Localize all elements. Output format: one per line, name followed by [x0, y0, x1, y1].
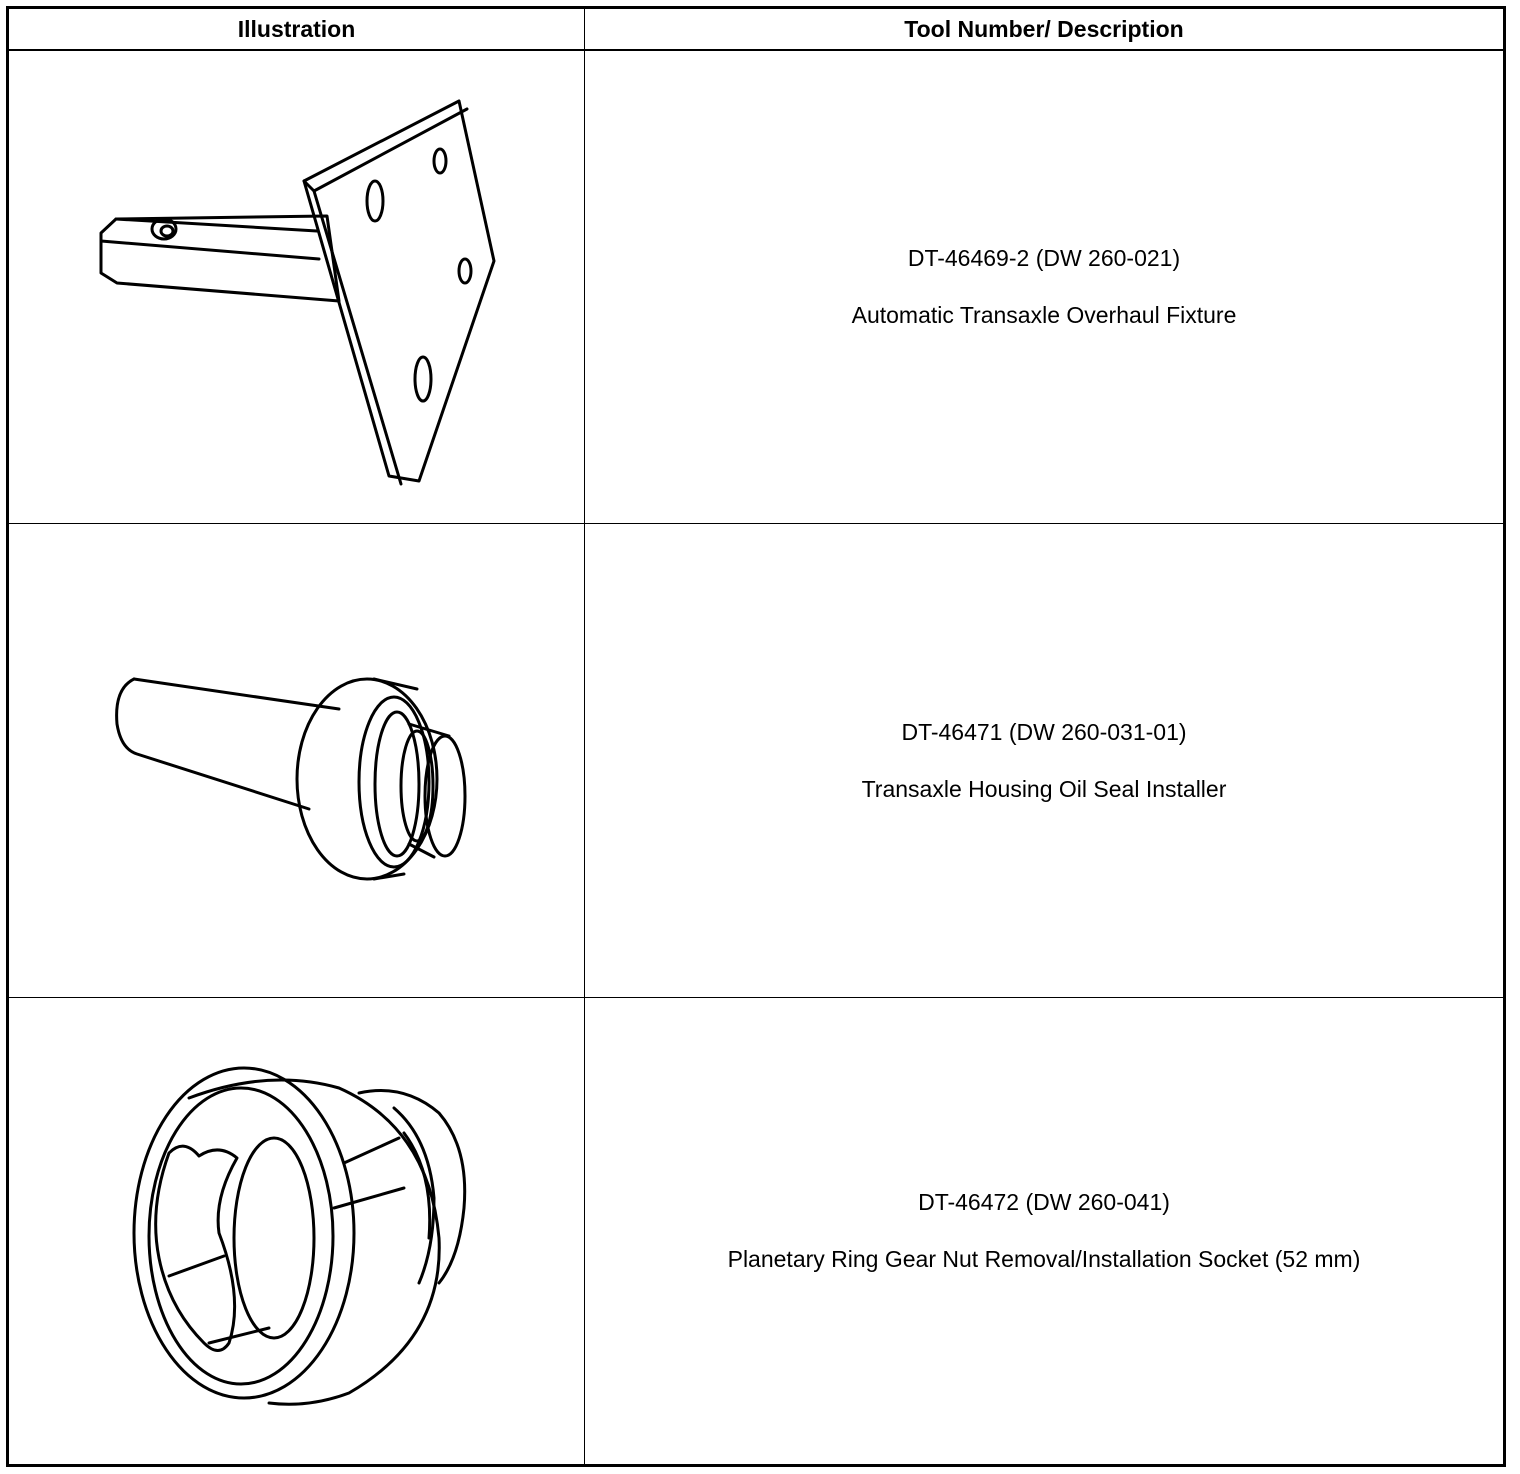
table-row: DT-46472 (DW 260-041) Planetary Ring Gea… [9, 998, 1503, 1464]
description-cell: DT-46469-2 (DW 260-021) Automatic Transa… [585, 51, 1503, 523]
illustration-cell [9, 51, 584, 523]
tool-description: Planetary Ring Gear Nut Removal/Installa… [727, 1246, 1361, 1272]
tool-description: Transaxle Housing Oil Seal Installer [861, 775, 1227, 802]
illustration-cell [9, 998, 584, 1464]
tool-description: Automatic Transaxle Overhaul Fixture [851, 302, 1237, 328]
ring-gear-socket-icon [132, 1066, 467, 1406]
overhaul-fixture-icon [99, 99, 496, 486]
description-cell: DT-46471 (DW 260-031-01) Transaxle Housi… [585, 524, 1503, 997]
column-divider [584, 9, 585, 1464]
oil-seal-installer-icon [115, 677, 467, 881]
row-divider [9, 997, 1503, 998]
tool-number: DT-46469-2 (DW 260-021) [907, 245, 1181, 271]
description-cell: DT-46472 (DW 260-041) Planetary Ring Gea… [585, 998, 1503, 1464]
illustration-cell [9, 524, 584, 997]
table-row: DT-46469-2 (DW 260-021) Automatic Transa… [9, 51, 1503, 523]
tool-number: DT-46472 (DW 260-041) [918, 1189, 1170, 1215]
header-illustration: Illustration [237, 16, 356, 42]
table-header-row: Illustration Tool Number/ Description [9, 9, 1503, 51]
special-tools-table: Illustration Tool Number/ Description [6, 6, 1506, 1467]
table-row: DT-46471 (DW 260-031-01) Transaxle Housi… [9, 524, 1503, 997]
header-tool-description: Tool Number/ Description [904, 16, 1184, 42]
tool-number: DT-46471 (DW 260-031-01) [901, 718, 1187, 745]
row-divider [9, 523, 1503, 524]
